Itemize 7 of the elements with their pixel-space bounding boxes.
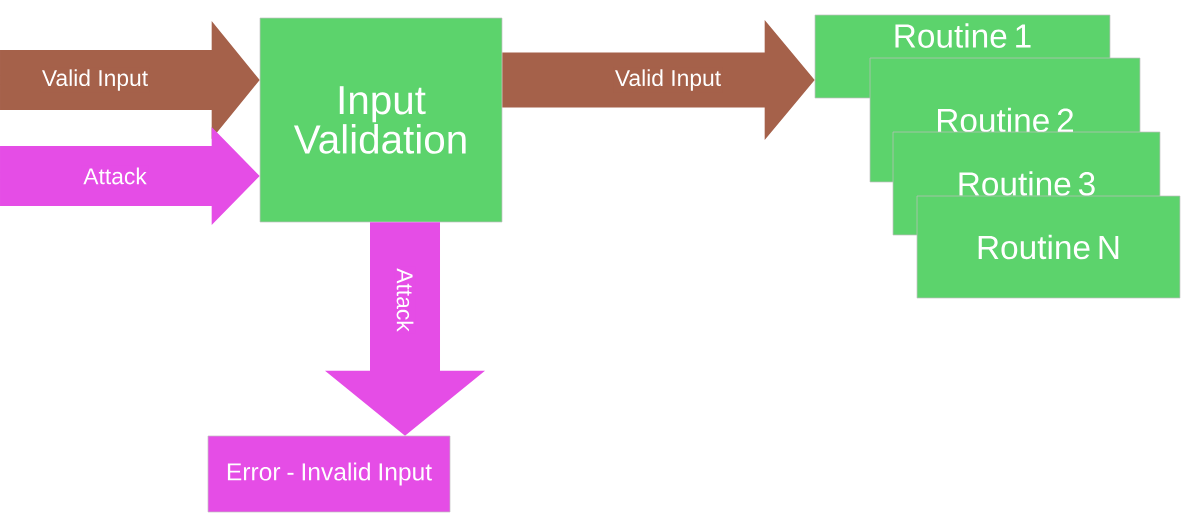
process-box: Routine N xyxy=(916,195,1181,299)
block-arrow xyxy=(0,127,260,225)
edge-label: Valid Input xyxy=(40,67,150,93)
process-box: Input Validation xyxy=(259,17,503,223)
edge-label: Valid Input xyxy=(613,67,723,93)
block-arrow xyxy=(325,222,485,436)
process-box: Error - Invalid Input xyxy=(207,435,451,513)
